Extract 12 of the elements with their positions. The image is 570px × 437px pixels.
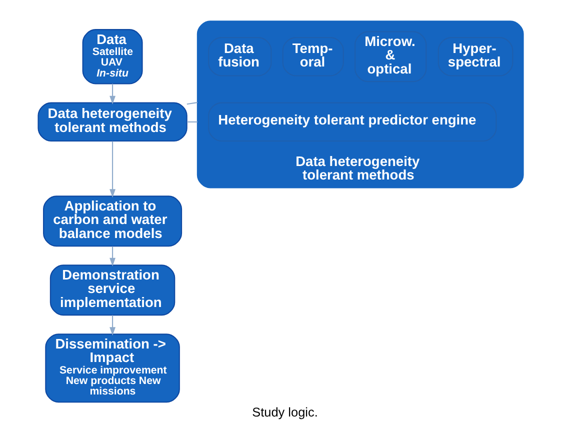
arrow (110, 141, 116, 198)
caption: Study logic. (252, 404, 318, 420)
arrow (110, 84, 116, 104)
connector (186, 102, 198, 105)
arrow (110, 246, 116, 266)
node-box: Data Satellite UAV In-situ (82, 29, 143, 84)
node-box: Data heterogeneity tolerant methods (38, 102, 188, 142)
arrow (110, 315, 116, 336)
node-box: Demonstration service implementation (50, 264, 176, 316)
connector (187, 121, 198, 122)
node-box: Dissemination -> Impact Service improvement New products New missions (45, 334, 180, 403)
node-box: Application to carbon and water balance models (43, 196, 182, 247)
